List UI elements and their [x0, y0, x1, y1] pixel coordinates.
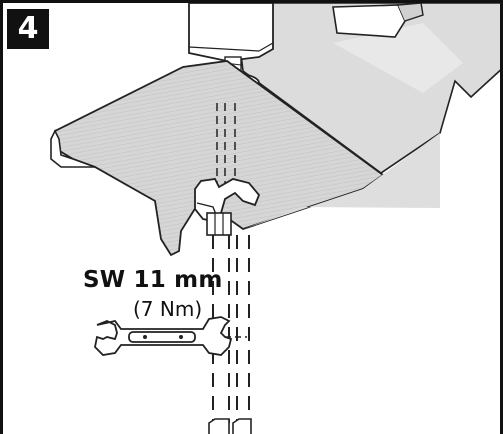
hex-nut: [206, 212, 232, 236]
bottom-end-left: [208, 418, 230, 434]
bottom-end-right: [232, 418, 252, 434]
rail-lip: [50, 129, 96, 168]
wrench-size-label: SW 11 mm: [83, 267, 223, 293]
assembly-illustration: [50, 3, 500, 434]
side-plate: [243, 133, 440, 229]
wrench-icon: [94, 316, 233, 356]
rail-deck: [52, 60, 385, 257]
body-highlight: [333, 23, 463, 93]
cube-part: [332, 4, 406, 38]
rod-guideline-upper: [216, 103, 236, 193]
step-number-badge: 4: [7, 9, 49, 49]
bracket-block: [188, 3, 274, 62]
torque-label: (7 Nm): [133, 297, 203, 321]
